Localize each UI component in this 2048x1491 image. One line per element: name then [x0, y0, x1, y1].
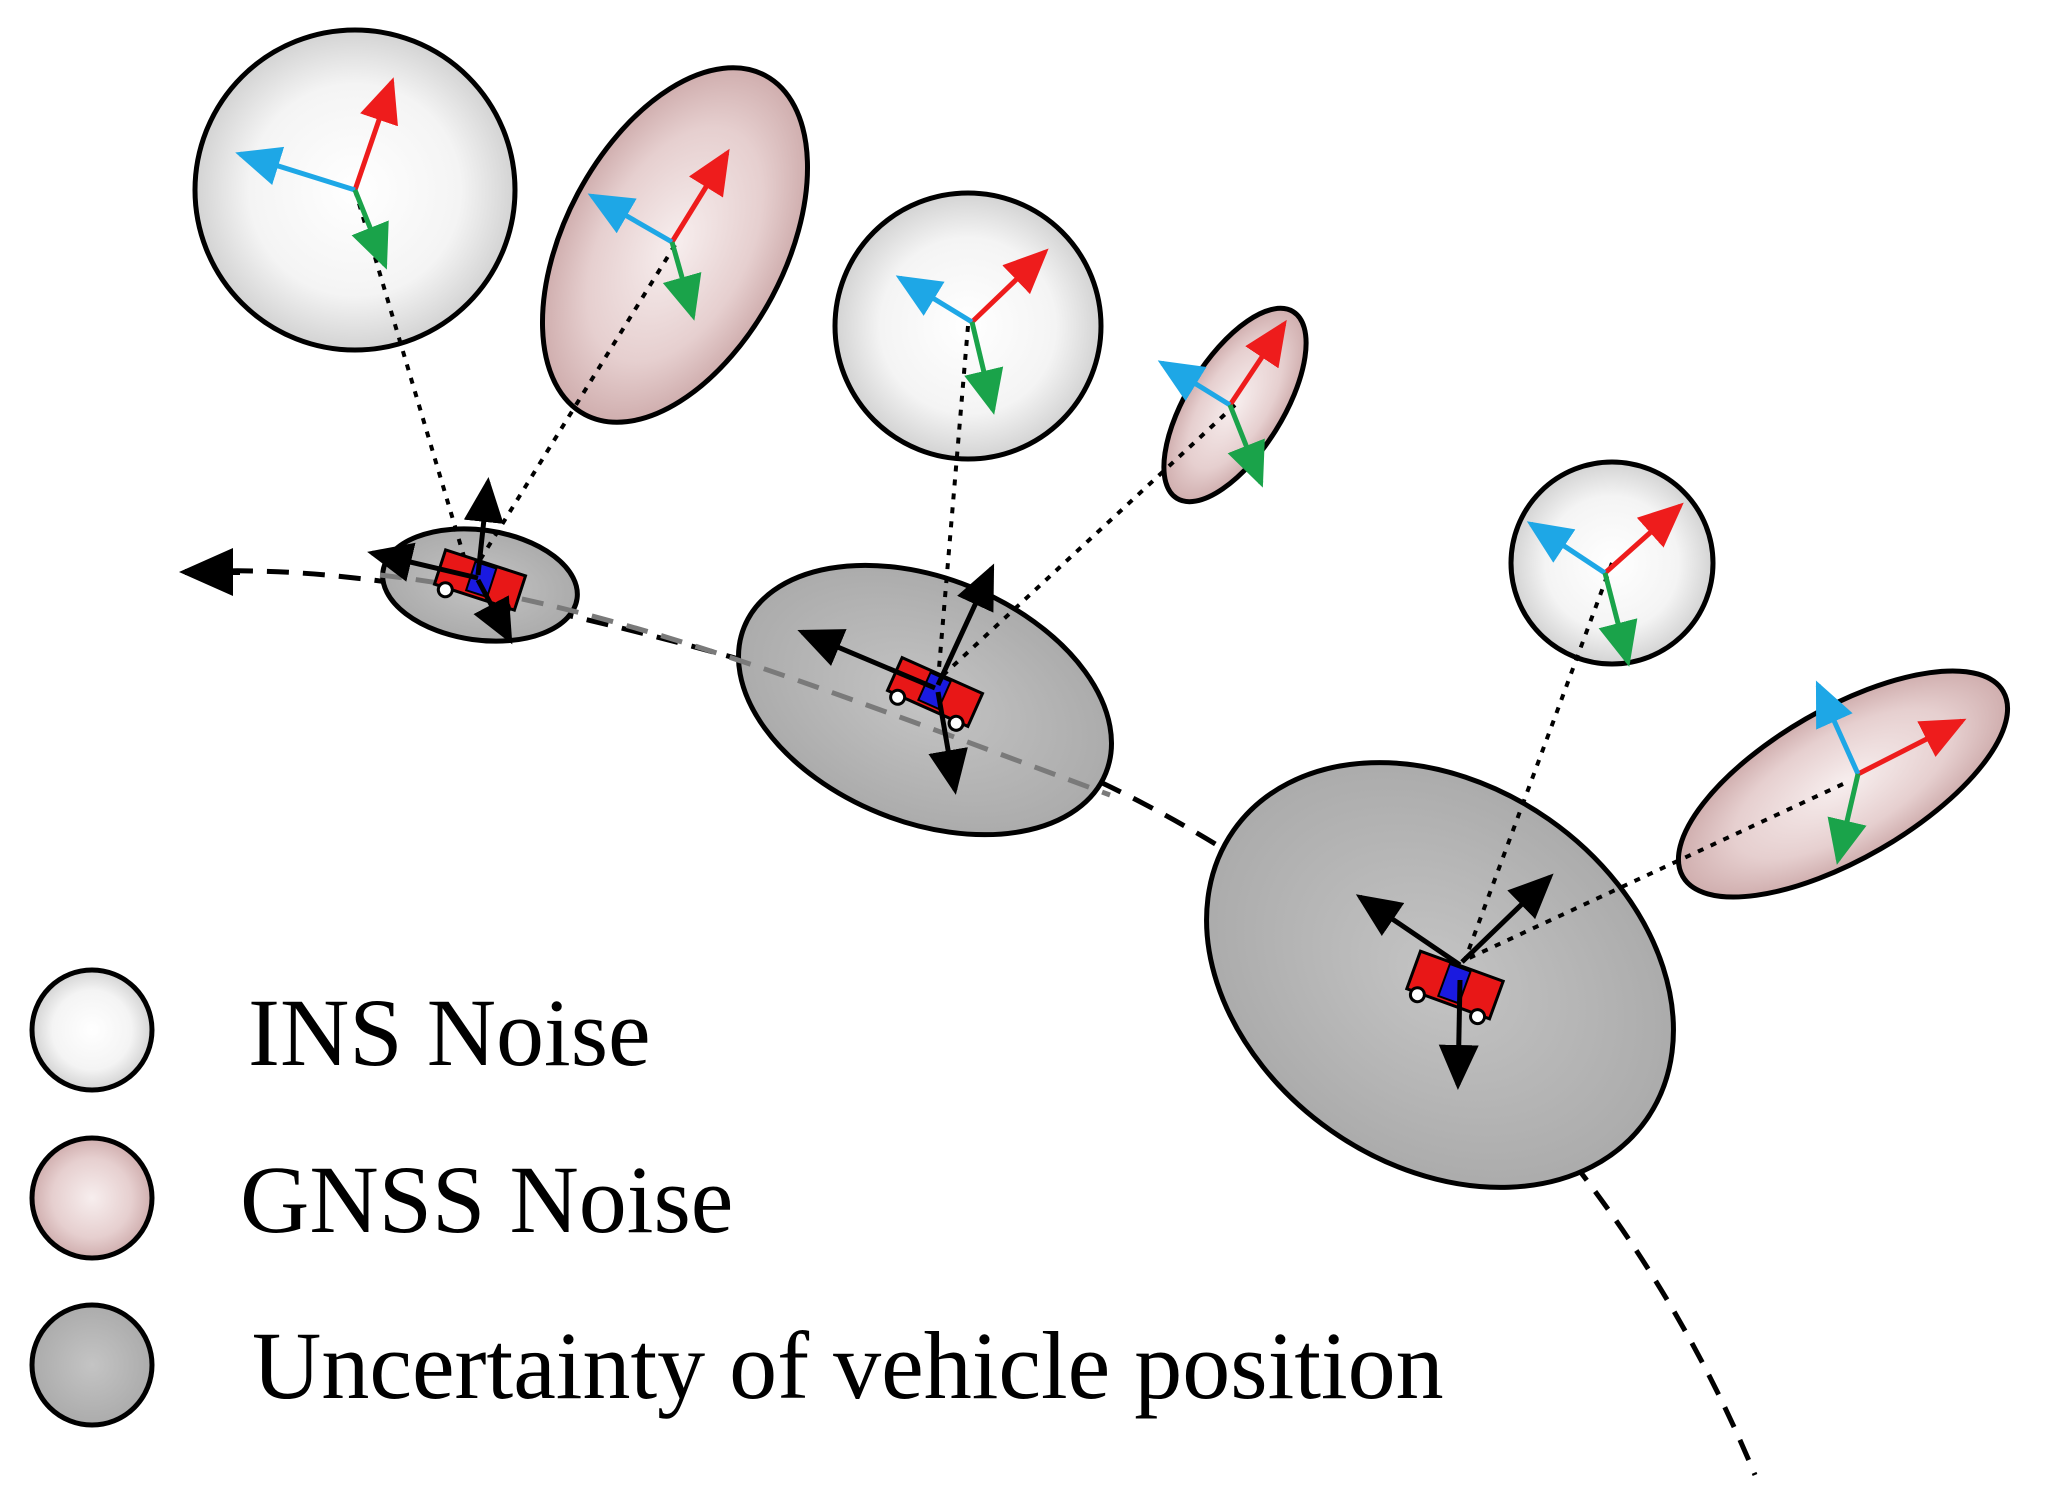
- ins-axes-2: [895, 248, 1049, 415]
- gnss-axes-1: [587, 148, 730, 321]
- legend-ins-label: INS Noise: [248, 979, 651, 1086]
- vehicle-icon: [1355, 873, 1554, 1090]
- ins-axes-1: [235, 77, 398, 270]
- vehicle-icon: [797, 563, 995, 795]
- legend-uncertainty-label: Uncertainty of vehicle position: [252, 1312, 1444, 1419]
- vehicle-icon: [367, 477, 528, 645]
- trajectory-inner: [379, 572, 1111, 798]
- ins-axes-3: [1526, 502, 1684, 667]
- gnss-noise-ellipsoid-icon: [29, 1135, 155, 1261]
- gnss-axes-2: [1157, 319, 1287, 488]
- ins-noise-sphere-icon: [29, 967, 155, 1093]
- legend-gnss-label: GNSS Noise: [240, 1146, 734, 1253]
- dotted-connectors: [353, 189, 1844, 962]
- gnss-axes-3: [1815, 680, 1967, 865]
- uncertainty-ellipse-icon: [29, 1302, 155, 1428]
